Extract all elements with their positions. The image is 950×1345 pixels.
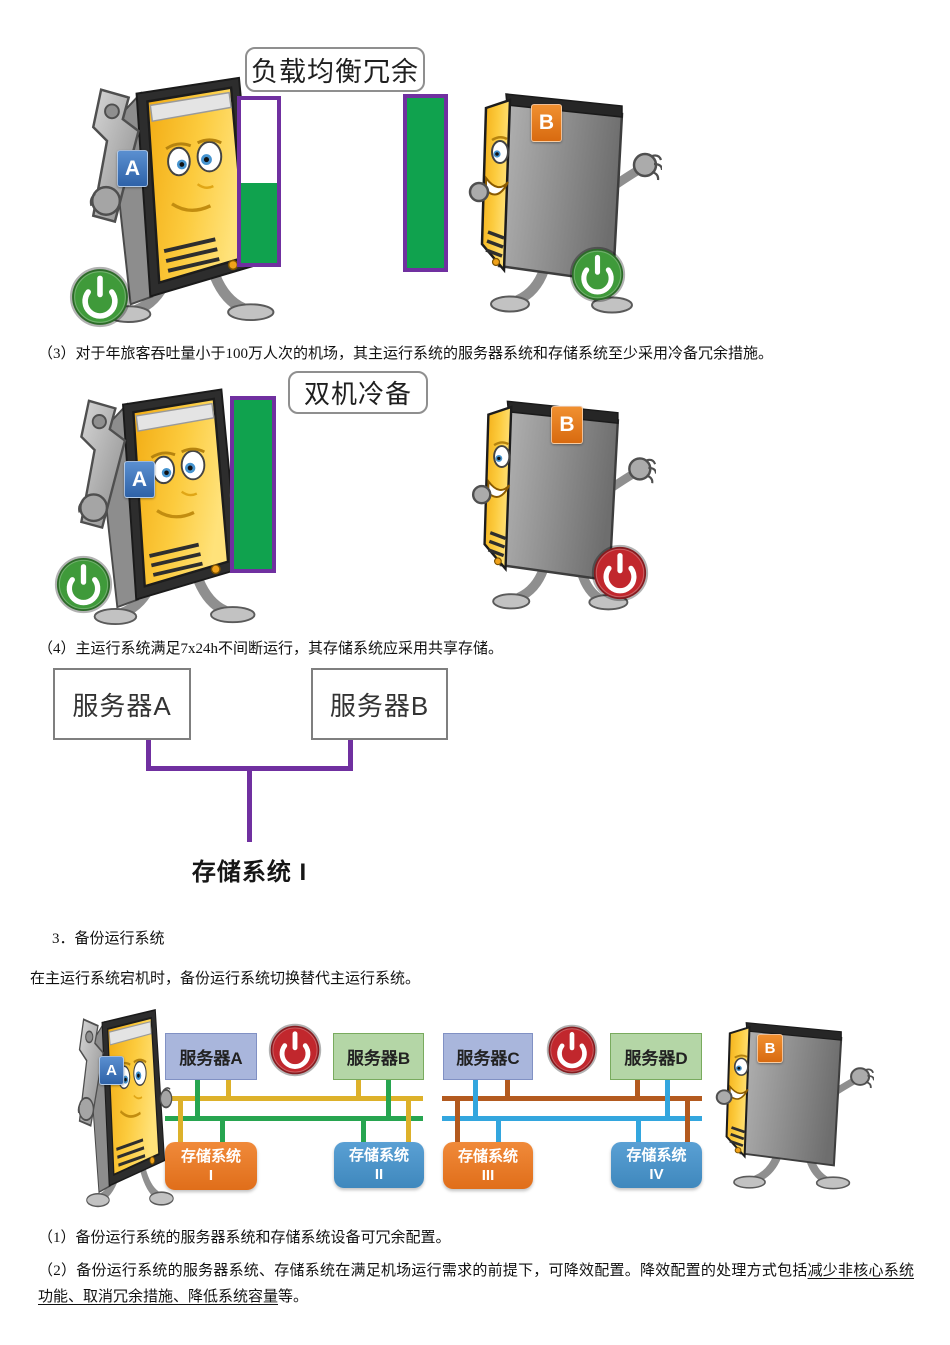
bus-green [165,1116,423,1121]
paragraph-2-text: （2）备份运行系统的服务器系统、存储系统在满足机场运行需求的前提下，可降效配置。… [38,1263,808,1279]
server-b-badge: B [531,104,562,142]
load-bar-server-a [237,96,281,267]
link-line [178,1096,183,1144]
server-a-badge-label: A [124,156,141,180]
cold-standby-caption: 双机冷备 [288,371,428,414]
paragraph-2-underlined-text: 减少非核心系统功能、取消冗余措施、降低系统容量 [38,1263,914,1305]
power-on-icon [569,246,626,303]
server-b-badge: B [551,406,583,444]
connector-line [247,766,252,842]
power-off-icon [591,544,649,602]
backup-server-b-box: 服务器B [333,1033,424,1080]
power-off-icon [268,1023,322,1077]
paragraph-3: （3）对于年旅客吞吐量小于100万人次的机场，其主运行系统的服务器系统和存储系统… [38,346,774,362]
server-b-badge-label: B [559,413,575,436]
server-a-badge: A [117,150,148,187]
connector-line [146,740,151,768]
link-line [406,1096,411,1144]
link-line [505,1078,510,1100]
bus-blue [442,1116,702,1121]
diagram-server-a-label: 服务器A [72,690,172,721]
link-line [356,1078,361,1100]
link-line [195,1078,200,1120]
link-line [665,1078,670,1120]
link-line [386,1078,391,1120]
link-line [636,1116,641,1144]
backup-server-a-box: 服务器A [165,1033,257,1080]
storage-system-2-box: 存储系统 II [334,1142,424,1188]
link-line [496,1116,501,1144]
bus-yellow [165,1096,423,1101]
power-off-icon [546,1024,598,1076]
backup-server-a-label: 服务器A [179,1049,243,1068]
paragraph-2: （2）备份运行系统的服务器系统、存储系统在满足机场运行需求的前提下，可降效配置。… [38,1258,914,1310]
server-a-badge-label: A [131,467,148,491]
link-line [361,1116,366,1144]
storage-system-2-name: 存储系统 [348,1147,409,1164]
storage-system-1-box: 存储系统 I [165,1142,257,1190]
paragraph-1: （1）备份运行系统的服务器系统和存储系统设备可冗余配置。 [38,1230,451,1246]
link-line [455,1096,460,1144]
paragraph-4: （4）主运行系统满足7x24h不间断运行，其存储系统应采用共享存储。 [38,641,504,657]
backup-server-b-label: 服务器B [346,1049,411,1068]
section-3-body: 在主运行系统宕机时，备份运行系统切换替代主运行系统。 [30,971,421,987]
link-line [635,1078,640,1100]
storage-system-label: 存储系统 I [191,859,308,886]
power-on-icon [54,555,113,614]
link-line [226,1078,231,1100]
diagram-server-b-label: 服务器B [329,690,430,721]
power-on-icon [69,266,131,328]
storage-system-4-numeral: IV [649,1166,664,1183]
diagram-server-a-box: 服务器A [53,668,191,740]
load-bar-server-b [403,94,448,272]
load-bar-server-b-fill [407,98,444,268]
server-a-badge-label: A [106,1062,117,1079]
storage-system-4-name: 存储系统 [626,1147,687,1164]
server-a-badge: A [124,461,155,498]
cold-standby-caption-label: 双机冷备 [303,379,412,409]
storage-system-3-name: 存储系统 [457,1147,518,1165]
storage-system-4-box: 存储系统 IV [611,1142,702,1188]
diagram-server-b-box: 服务器B [311,668,448,740]
backup-server-d-box: 服务器D [610,1033,702,1080]
server-b-badge: B [757,1034,783,1063]
link-line [220,1116,225,1144]
cold-standby-bar [230,396,276,573]
server-b-badge-label: B [764,1040,776,1057]
bus-brown [442,1096,702,1101]
load-balance-caption-label: 负载均衡冗余 [251,57,419,87]
backup-server-c-box: 服务器C [443,1033,533,1080]
storage-system-2-numeral: II [374,1166,384,1183]
link-line [685,1096,690,1144]
backup-server-d-label: 服务器D [624,1049,688,1068]
connector-line [348,740,353,768]
cold-standby-bar-fill [234,400,272,569]
server-a-badge: A [99,1056,124,1085]
link-line [473,1078,478,1120]
server-character-b-illustration [702,1006,874,1192]
storage-system-1-name: 存储系统 [180,1148,241,1165]
backup-server-c-label: 服务器C [456,1049,520,1068]
load-balance-caption: 负载均衡冗余 [245,47,425,92]
load-bar-server-a-fill [241,183,277,263]
storage-system-1-numeral: I [208,1167,214,1184]
storage-system-3-numeral: III [481,1166,495,1184]
paragraph-2-tail: 等。 [278,1289,309,1305]
storage-system-3-box: 存储系统 III [443,1142,533,1189]
server-b-badge-label: B [538,111,555,134]
section-3-heading: 3．备份运行系统 [52,931,165,947]
